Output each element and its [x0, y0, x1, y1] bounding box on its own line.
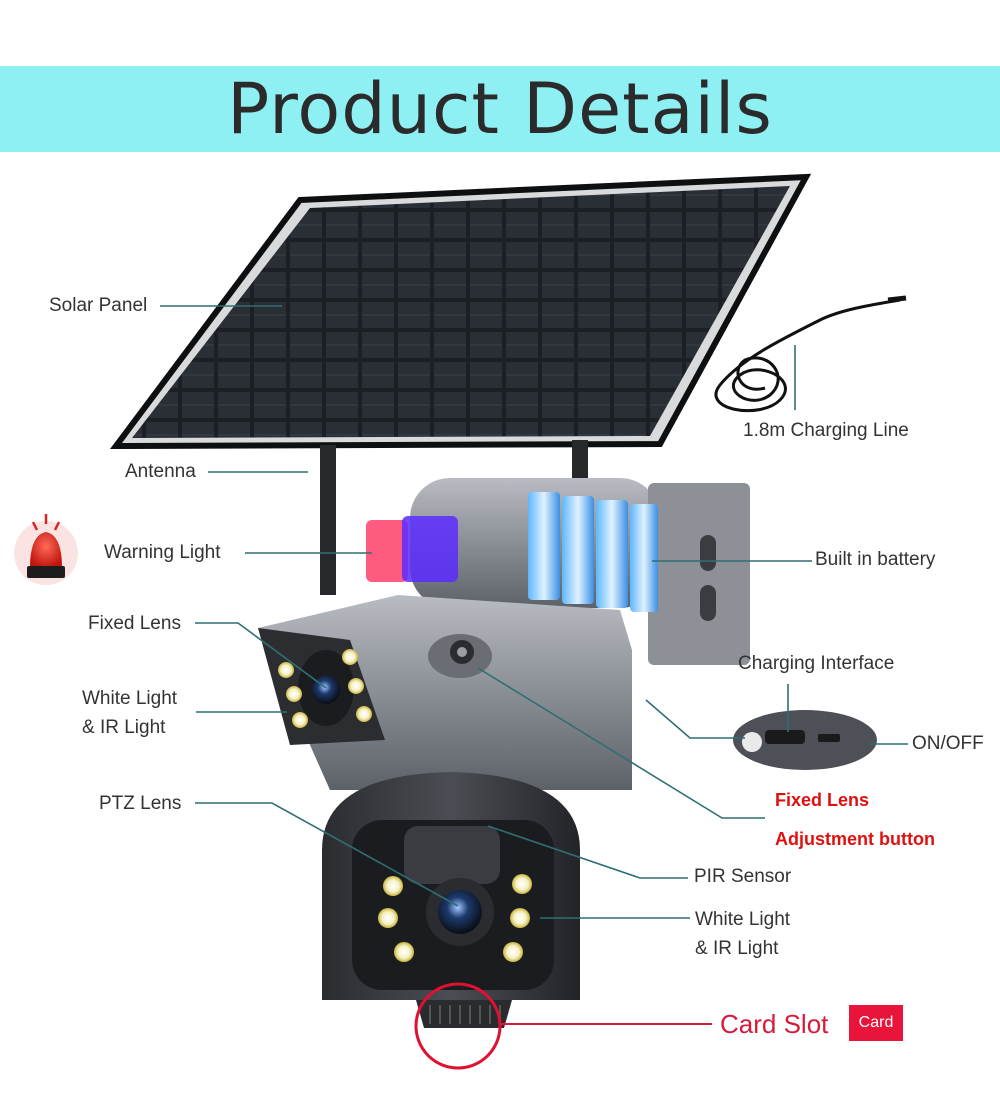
antenna-left-graphic [320, 445, 336, 595]
label-pir-sensor: PIR Sensor [694, 866, 792, 887]
label-white-ir-light-bottom-2: & IR Light [695, 938, 779, 959]
battery-graphic [528, 492, 658, 612]
page-title: Product Details [227, 68, 773, 150]
label-antenna: Antenna [125, 461, 196, 482]
charging-interface-inset [733, 710, 877, 770]
label-fixed-lens-adjustment-2: Adjustment button [775, 829, 935, 849]
label-warning-light: Warning Light [104, 542, 221, 563]
label-charging-interface: Charging Interface [738, 653, 895, 674]
solar-panel-graphic [109, 173, 812, 450]
fixed-lens-module-graphic [258, 628, 385, 745]
adjustment-button-graphic [428, 634, 492, 678]
label-white-ir-light-top-2: & IR Light [82, 717, 166, 738]
header-banner [0, 66, 1000, 152]
ptz-module-graphic [378, 826, 532, 962]
label-solar-panel: Solar Panel [49, 295, 148, 316]
label-ptz-lens: PTZ Lens [99, 793, 182, 814]
label-fixed-lens: Fixed Lens [88, 613, 181, 634]
card-slot-highlight [414, 982, 502, 1070]
charging-cable-graphic [714, 295, 907, 413]
label-card-slot: Card Slot [720, 1009, 829, 1039]
card-badge: Card [849, 1005, 903, 1041]
label-charging-line: 1.8m Charging Line [743, 420, 909, 441]
label-on-off: ON/OFF [912, 733, 984, 754]
label-white-ir-light-top-1: White Light [82, 688, 178, 709]
leader-lines [160, 305, 908, 919]
label-built-in-battery: Built in battery [815, 549, 936, 570]
siren-icon [14, 514, 78, 585]
label-fixed-lens-adjustment-1: Fixed Lens [775, 790, 870, 810]
label-white-ir-light-bottom-1: White Light [695, 909, 791, 930]
